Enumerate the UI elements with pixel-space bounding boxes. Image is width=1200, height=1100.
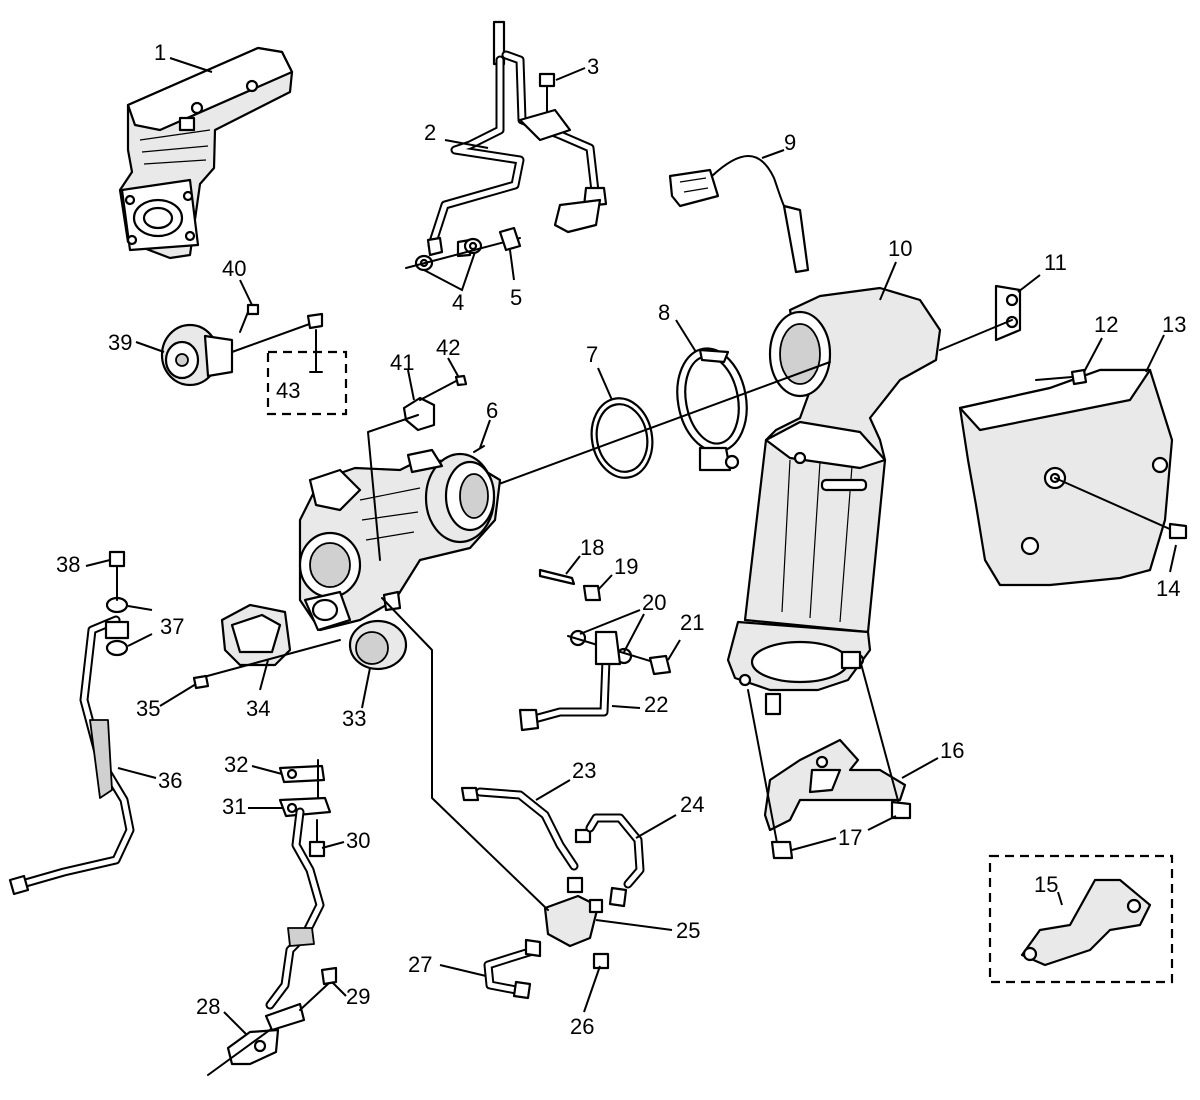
part-28-gasket (207, 1002, 306, 1076)
part-37-washers (104, 596, 130, 657)
callout-28: 28 (196, 994, 220, 1019)
callout-17: 17 (838, 825, 862, 850)
callout-20: 20 (642, 590, 666, 615)
callout-16: 16 (940, 738, 964, 763)
part-39-wastegate-actuator (160, 311, 324, 387)
part-25-solenoid-valve (543, 876, 604, 948)
callout-3: 3 (587, 54, 599, 79)
callout-15: 15 (1034, 872, 1058, 897)
callout-43: 43 (276, 378, 300, 403)
callout-37: 37 (160, 614, 184, 639)
part-38-bolt (108, 550, 126, 601)
part-32-gasket (278, 759, 326, 799)
part-8-v-band-clamp (676, 347, 748, 472)
callout-36: 36 (158, 768, 182, 793)
callout-22: 22 (644, 692, 668, 717)
part-22-oil-pipe (518, 630, 622, 732)
part-42-bolt (454, 374, 468, 387)
part-10-flange (726, 620, 872, 692)
callout-13: 13 (1162, 312, 1186, 337)
callout-24: 24 (680, 792, 704, 817)
callout-35: 35 (136, 696, 160, 721)
part-14-bolt (1054, 477, 1188, 540)
assembly-line-16-left (747, 689, 779, 849)
callout-32: 32 (224, 752, 248, 777)
part-35-bolt (192, 674, 210, 690)
callout-39: 39 (108, 330, 132, 355)
callout-27: 27 (408, 952, 432, 977)
callout-18: 18 (580, 535, 604, 560)
callout-7: 7 (586, 342, 598, 367)
callout-33: 33 (342, 706, 366, 731)
part-5-bolt (498, 226, 522, 252)
callout-2: 2 (424, 120, 436, 145)
callout-10: 10 (888, 236, 912, 261)
part-13-heat-shield (958, 368, 1174, 587)
callout-8: 8 (658, 300, 670, 325)
callout-4: 4 (452, 290, 464, 315)
part-12-bolt (1035, 368, 1088, 386)
callout-6: 6 (486, 398, 498, 423)
part-17-nuts (764, 650, 912, 860)
part-15-bracket (988, 854, 1174, 984)
part-30-bolt (308, 819, 326, 858)
callout-31: 31 (222, 794, 246, 819)
part-33-hose-connector (348, 619, 408, 671)
part-21-bolt (648, 654, 672, 676)
part-2-coolant-pipe (426, 20, 608, 258)
callout-21: 21 (680, 610, 704, 635)
leader-lines (85, 57, 1177, 1035)
part-34-actuator (199, 603, 341, 679)
part-18-stud (538, 568, 576, 586)
assembly-line-turbo-to-valve (381, 597, 549, 911)
callout-41: 41 (390, 350, 414, 375)
part-43-clip (266, 329, 348, 416)
part-16-bracket (763, 738, 907, 832)
assembly-line-turbo-to-converter (487, 361, 831, 489)
part-3-bolt (538, 72, 556, 113)
callout-26: 26 (570, 1014, 594, 1039)
assembly-line-16-right (859, 659, 901, 809)
callout-1: 1 (154, 40, 166, 65)
part-19-nut (582, 584, 602, 602)
callout-11: 11 (1044, 250, 1067, 275)
callout-29: 29 (346, 984, 370, 1009)
part-11-stud (939, 284, 1022, 351)
callout-25: 25 (676, 918, 700, 943)
part-26-bolt (592, 952, 610, 970)
part-27-hose (483, 938, 542, 1000)
part-23-hose (460, 786, 592, 871)
part-29-bolt (299, 966, 338, 1011)
callout-34: 34 (246, 696, 270, 721)
part-4-washers (405, 237, 521, 272)
callout-5: 5 (510, 285, 522, 310)
callout-40: 40 (222, 256, 246, 281)
part-oil-return-pipe (265, 807, 325, 1010)
assembly-line-41 (367, 414, 419, 561)
part-36-oil-feed-pipe (8, 615, 135, 896)
part-1-heat-shield (118, 46, 294, 260)
callout-19: 19 (614, 554, 638, 579)
callout-12: 12 (1094, 312, 1118, 337)
callout-42: 42 (436, 335, 460, 360)
turbocharger (298, 448, 502, 632)
callout-23: 23 (572, 758, 596, 783)
callout-14: 14 (1156, 576, 1180, 601)
callout-labels: 1 2 3 4 5 6 7 8 9 10 11 12 13 14 15 16 1… (56, 40, 1186, 1039)
callout-30: 30 (346, 828, 370, 853)
part-24-hose (585, 813, 645, 908)
part-40-nut (246, 303, 260, 316)
callout-9: 9 (784, 130, 796, 155)
part-31-flange (278, 796, 332, 818)
part-9-oxygen-sensor (668, 155, 810, 274)
callout-38: 38 (56, 552, 80, 577)
part-10-catalytic-converter (743, 286, 942, 634)
part-6-clip (473, 445, 485, 453)
